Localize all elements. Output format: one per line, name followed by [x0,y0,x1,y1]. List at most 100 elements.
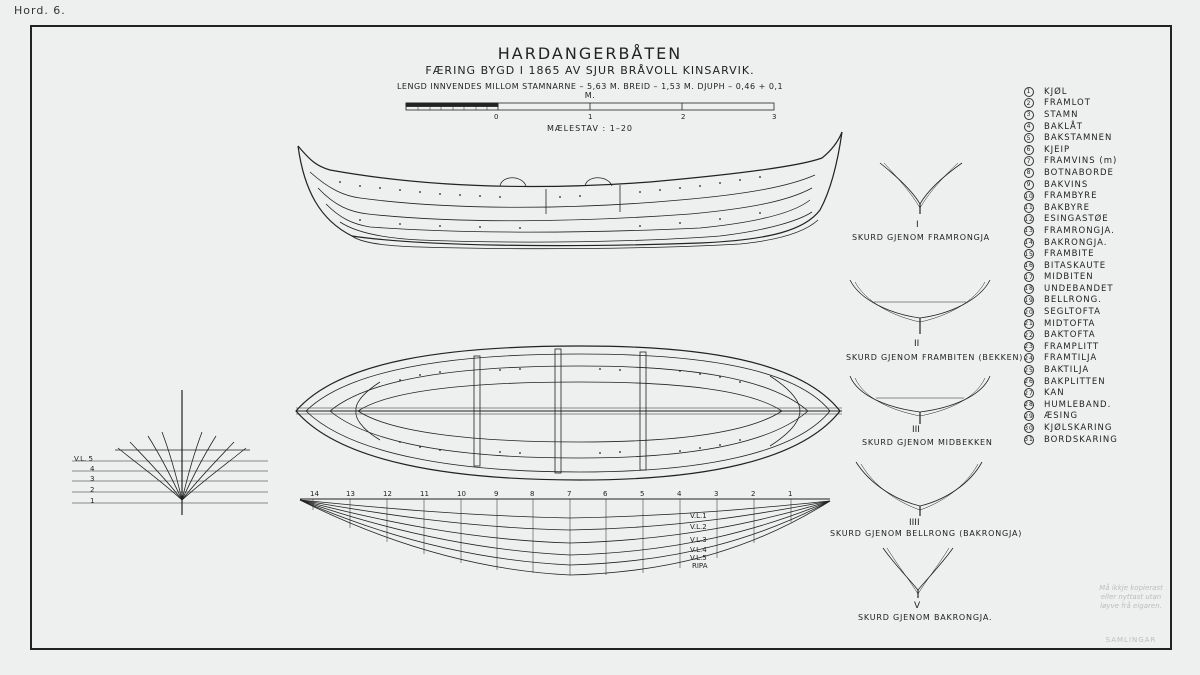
profile-wl-ripa: RIPA [692,562,708,570]
legend-number: 14 [1024,237,1034,248]
legend-label: MIDTOFTA [1044,318,1096,329]
legend-number: 10 [1024,191,1034,202]
legend-number: 15 [1024,249,1034,260]
station-2: 2 [751,490,756,498]
station-1: 1 [788,490,793,498]
section-caption-1: SKURD GJENOM FRAMRONGJA [852,233,990,242]
station-11: 11 [420,490,429,498]
drawing-frame [30,25,1172,650]
legend-label: FRAMLOT [1044,98,1091,109]
section-numeral-5: V [914,601,921,611]
legend-number: 30 [1024,423,1034,434]
station-9: 9 [494,490,499,498]
legend-label: BAKRONGJA. [1044,237,1108,248]
legend-label: ESINGASTØE [1044,214,1109,225]
legend-item: 30 KJØLSKARING [1024,422,1118,434]
side-elevation [297,131,843,250]
body-plan-wl-1: 1 [90,497,95,505]
legend-number: 8 [1024,167,1034,178]
legend-label: FRAMTILJA [1044,353,1098,364]
legend-number: 31 [1024,434,1034,445]
ownership-stamp-collection: SAMLINGAR [1105,636,1157,644]
legend-number: 20 [1024,307,1034,318]
legend-item: 13 FRAMRONGJA. [1024,225,1118,237]
legend-label: HUMLEBAND. [1044,399,1112,410]
legend-number: 23 [1024,341,1034,352]
station-4: 4 [677,490,682,498]
scale-bar [405,102,775,111]
station-5: 5 [640,490,645,498]
station-7: 7 [567,490,572,498]
station-8: 8 [530,490,535,498]
station-10: 10 [457,490,466,498]
section-caption-4: SKURD GJENOM BELLRONG (BAKRONGJA) [830,529,1023,538]
legend-label: BELLRONG. [1044,295,1102,306]
lines-profile [299,498,831,576]
legend-number: 6 [1024,144,1034,155]
cross-sections [849,162,991,598]
legend-number: 4 [1024,121,1034,132]
legend-number: 18 [1024,283,1034,294]
legend-label: BOTNABORDE [1044,167,1114,178]
legend-number: 9 [1024,179,1034,190]
legend-number: 28 [1024,399,1034,410]
legend-number: 22 [1024,330,1034,341]
legend-number: 16 [1024,260,1034,271]
drawing-subtitle: FÆRING BYGD I 1865 AV SJUR BRÅVOLL KINSA… [425,64,755,77]
dimensions-note: LENGD INNVENDES MILLOM STAMNARNE – 5,63 … [396,82,784,100]
scale-tick-0: 0 [494,113,499,121]
profile-wl-2: V.L.2 [690,523,707,531]
legend-item: 4 BAKLÅT [1024,121,1118,133]
scale-tick-3: 3 [772,113,777,121]
profile-wl-4: V.L.4 [690,546,707,554]
body-plan-wl-3: 3 [90,475,95,483]
legend-number: 1 [1024,86,1034,97]
legend-label: FRAMRONGJA. [1044,225,1115,236]
legend-number: 7 [1024,156,1034,167]
plan-view [295,345,842,481]
legend-item: 16 BITASKAUTE [1024,260,1118,272]
legend-item: 28 HUMLEBAND. [1024,399,1118,411]
body-plan-wl-5: V.L. 5 [74,455,93,463]
legend-label: KJEIP [1044,144,1071,155]
legend-item: 6 KJEIP [1024,144,1118,156]
legend-number: 12 [1024,214,1034,225]
legend-item: 23 FRAMPLITT [1024,341,1118,353]
profile-wl-5: V.L.5 [690,554,707,562]
legend-label: BITASKAUTE [1044,260,1107,271]
legend-label: BAKTOFTA [1044,330,1096,341]
legend-number: 13 [1024,225,1034,236]
drawing-title: HARDANGERBÅTEN [497,44,683,63]
legend-item: 10 FRAMBYRE [1024,190,1118,202]
station-13: 13 [346,490,355,498]
station-14: 14 [310,490,319,498]
section-caption-3: SKURD GJENOM MIDBEKKEN [862,438,993,447]
legend-label: FRAMBYRE [1044,191,1098,202]
legend-item: 22 BAKTOFTA [1024,329,1118,341]
legend-label: FRAMBITE [1044,249,1095,260]
station-3: 3 [714,490,719,498]
legend-number: 11 [1024,202,1034,213]
legend-number: 26 [1024,376,1034,387]
scale-label: MÆLESTAV : 1–20 [546,124,634,133]
legend-label: KJØLSKARING [1044,423,1113,434]
legend-label: BAKLÅT [1044,121,1083,132]
legend-label: STAMN [1044,109,1079,120]
legend-label: FRAMPLITT [1044,341,1100,352]
